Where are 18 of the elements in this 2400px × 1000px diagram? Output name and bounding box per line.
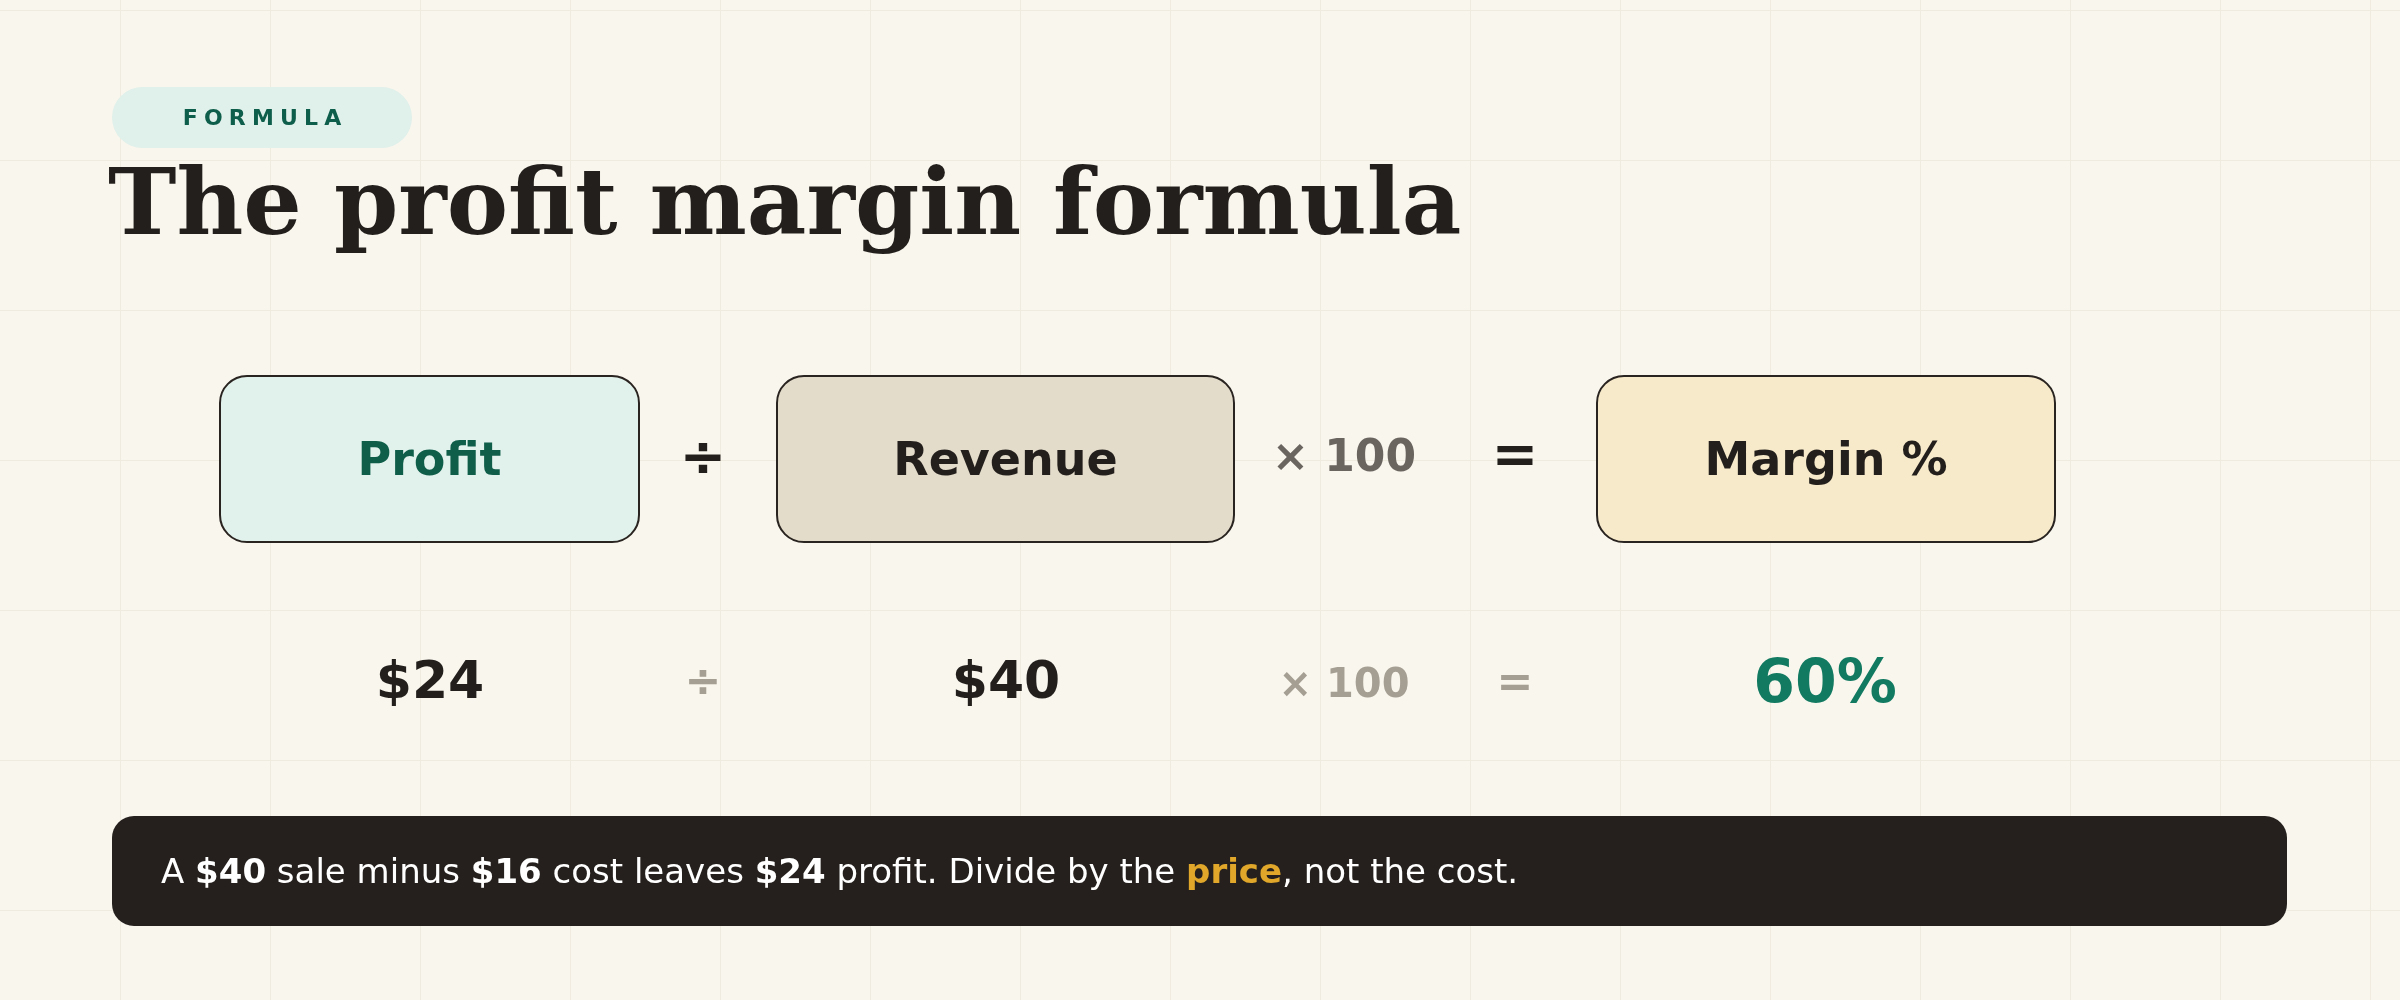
term-box xyxy=(1596,375,2056,543)
title: The profit margin formula xyxy=(108,150,1462,256)
example-value: 60% xyxy=(1753,648,1897,714)
multiplier-text: × 100 xyxy=(1272,431,1416,481)
division-sign: ÷ xyxy=(679,425,727,487)
equals-sign: = xyxy=(1491,423,1539,485)
term-label: Revenue xyxy=(893,433,1118,485)
category-tag: FORMULA xyxy=(112,87,412,148)
multiplier-text: × 100 xyxy=(1278,661,1410,705)
division-sign: ÷ xyxy=(684,656,722,706)
term-label: Profit xyxy=(357,433,502,485)
term-box xyxy=(219,375,640,543)
equals-sign: = xyxy=(1496,656,1534,706)
term-box xyxy=(776,375,1235,543)
example-value: $24 xyxy=(375,652,485,710)
example-value: $40 xyxy=(951,652,1061,710)
term-label: Margin % xyxy=(1704,433,1948,485)
caption-text: A $40 sale minus $16 cost leaves $24 profit. Divide by the price, not the cost. xyxy=(161,850,1519,892)
